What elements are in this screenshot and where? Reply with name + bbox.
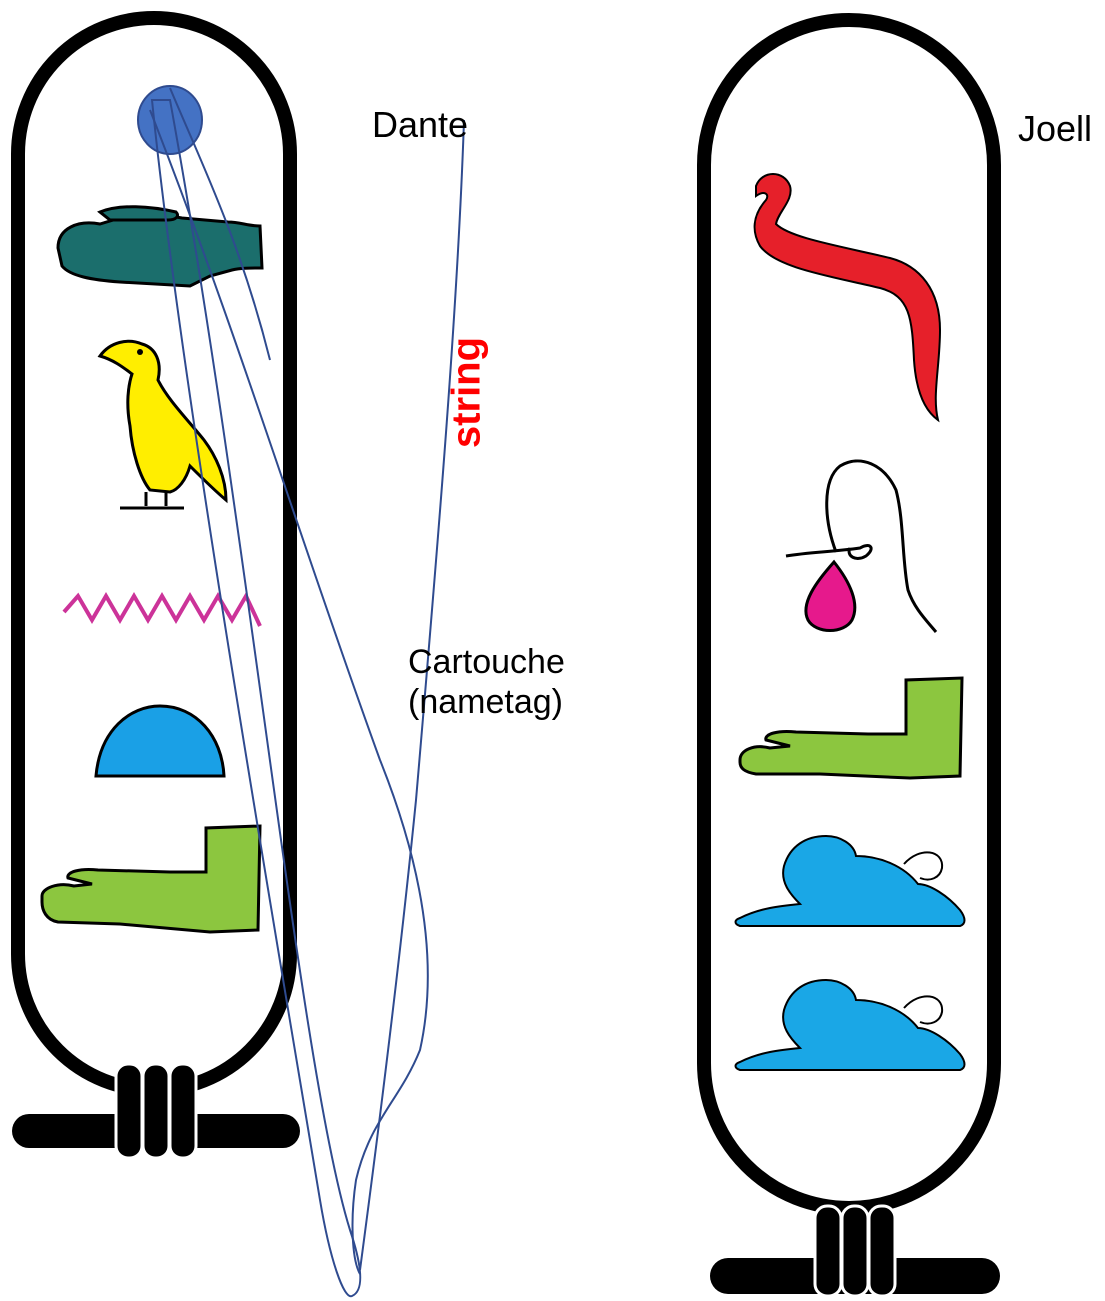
right-cartouche	[704, 20, 1000, 1296]
right-cartouche-knot	[815, 1206, 895, 1296]
label-cartouche: Cartouche (nametag)	[408, 642, 565, 722]
label-cartouche-line1: Cartouche	[408, 642, 565, 682]
left-cartouche	[12, 18, 300, 1158]
label-dante: Dante	[372, 104, 468, 146]
label-string: string	[445, 318, 490, 468]
label-cartouche-line2: (nametag)	[408, 682, 565, 722]
label-joell: Joell	[1018, 108, 1092, 150]
bead-icon	[138, 86, 202, 154]
left-cartouche-knot	[116, 1064, 196, 1158]
